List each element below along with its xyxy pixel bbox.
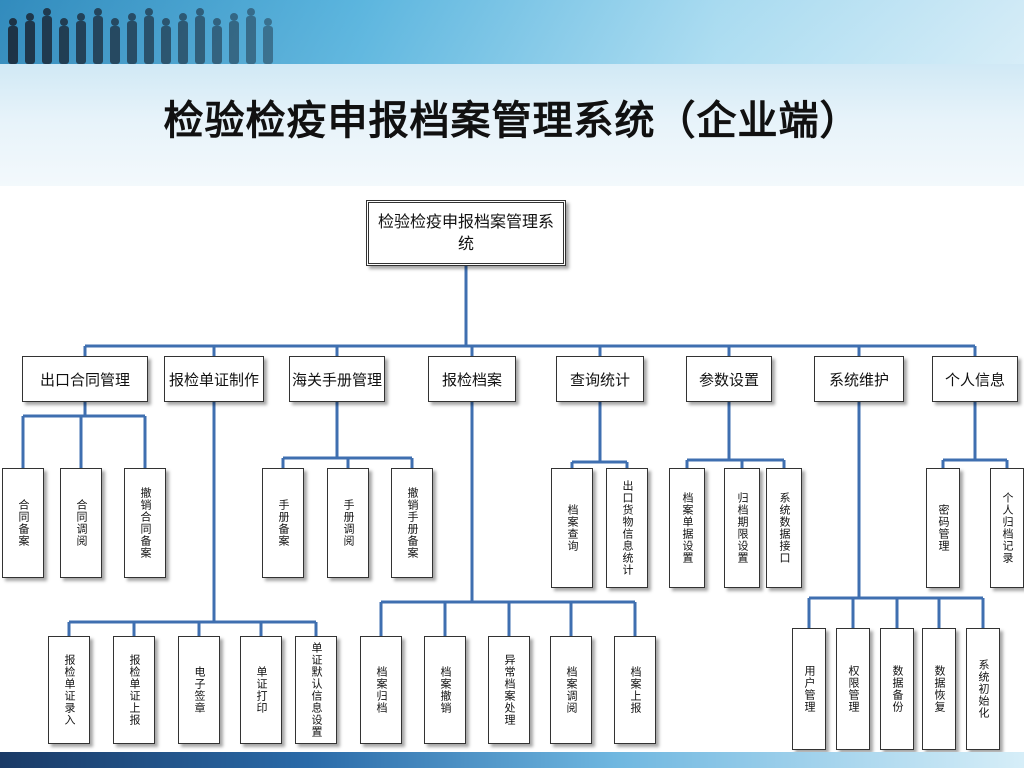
child-node-label: 密码管理	[937, 504, 950, 552]
header-banner	[0, 0, 1024, 186]
child-node-label: 报检单证上报	[128, 654, 141, 726]
person-silhouette	[93, 8, 103, 64]
child-node: 异常档案处理	[488, 636, 530, 744]
child-node: 档案查询	[551, 468, 593, 588]
child-node-label: 异常档案处理	[503, 654, 516, 726]
child-node: 合同备案	[2, 468, 44, 578]
child-node-label: 出口货物信息统计	[621, 480, 634, 576]
child-node-label: 归档期限设置	[736, 492, 749, 564]
child-node-label: 档案查询	[566, 504, 579, 552]
child-node: 手册备案	[262, 468, 304, 578]
child-node: 数据备份	[880, 628, 914, 750]
person-silhouette	[42, 8, 52, 64]
person-silhouette	[127, 13, 137, 64]
person-silhouette	[144, 8, 154, 64]
child-node-label: 用户管理	[803, 665, 816, 713]
person-silhouette	[212, 18, 222, 64]
root-node-label: 检验检疫申报档案管理系统	[377, 212, 554, 253]
person-silhouette	[110, 18, 120, 64]
child-node-label: 撤销手册备案	[406, 487, 419, 559]
child-node-label: 撤销合同备案	[139, 487, 152, 559]
people-silhouettes-image	[8, 8, 273, 64]
child-node: 系统数据接口	[766, 468, 802, 588]
child-node: 系统初始化	[966, 628, 1000, 750]
module-node-2-label: 报检单证制作	[168, 370, 259, 389]
child-node-label: 档案上报	[629, 666, 642, 714]
person-silhouette	[263, 18, 273, 64]
child-node: 档案单据设置	[669, 468, 705, 588]
child-node: 报检单证录入	[48, 636, 90, 744]
module-node-6-label: 参数设置	[698, 370, 759, 389]
module-node-4-label: 报检档案	[441, 370, 502, 389]
slide-title: 检验检疫申报档案管理系统（企业端）	[163, 98, 861, 144]
module-node-1-label: 出口合同管理	[39, 370, 130, 389]
child-node-label: 手册备案	[277, 499, 290, 547]
child-node-label: 手册调阅	[342, 499, 355, 547]
child-node-label: 档案撤销	[439, 666, 452, 714]
module-node-5: 查询统计	[556, 356, 644, 402]
module-node-2: 报检单证制作	[164, 356, 264, 402]
module-node-3-label: 海关手册管理	[291, 370, 382, 389]
module-node-4: 报检档案	[428, 356, 516, 402]
child-node: 权限管理	[836, 628, 870, 750]
child-node-label: 电子签章	[193, 666, 206, 714]
person-silhouette	[59, 18, 69, 64]
child-node-label: 权限管理	[847, 665, 860, 713]
child-node: 撤销合同备案	[124, 468, 166, 578]
child-node: 档案归档	[360, 636, 402, 744]
module-node-1: 出口合同管理	[22, 356, 148, 402]
module-node-7: 系统维护	[814, 356, 904, 402]
child-node-label: 系统数据接口	[778, 492, 791, 564]
footer-bar	[0, 752, 1024, 768]
child-node-label: 数据备份	[891, 665, 904, 713]
child-node-label: 档案单据设置	[681, 492, 694, 564]
child-node-label: 档案调阅	[565, 666, 578, 714]
child-node: 报检单证上报	[113, 636, 155, 744]
child-node: 档案上报	[614, 636, 656, 744]
child-node: 单证默认信息设置	[295, 636, 337, 744]
person-silhouette	[76, 13, 86, 64]
module-node-7-label: 系统维护	[828, 370, 889, 389]
child-node: 用户管理	[792, 628, 826, 750]
child-node: 归档期限设置	[724, 468, 760, 588]
child-node: 单证打印	[240, 636, 282, 744]
person-silhouette	[161, 18, 171, 64]
root-node: 检验检疫申报档案管理系统	[366, 200, 566, 266]
child-node-label: 系统初始化	[977, 659, 990, 719]
child-node-label: 档案归档	[375, 666, 388, 714]
child-node: 手册调阅	[327, 468, 369, 578]
child-node: 个人归档记录	[990, 468, 1024, 588]
child-node: 档案调阅	[550, 636, 592, 744]
child-node-label: 合同调阅	[75, 499, 88, 547]
person-silhouette	[195, 8, 205, 64]
child-node-label: 数据恢复	[933, 665, 946, 713]
child-node: 出口货物信息统计	[606, 468, 648, 588]
child-node: 合同调阅	[60, 468, 102, 578]
child-node: 电子签章	[178, 636, 220, 744]
module-node-3: 海关手册管理	[289, 356, 385, 402]
child-node-label: 报检单证录入	[63, 654, 76, 726]
child-node-label: 个人归档记录	[1001, 492, 1014, 564]
child-node: 撤销手册备案	[391, 468, 433, 578]
child-node-label: 单证打印	[255, 666, 268, 714]
child-node-label: 单证默认信息设置	[310, 642, 323, 738]
person-silhouette	[25, 13, 35, 64]
child-node-label: 合同备案	[17, 499, 30, 547]
person-silhouette	[8, 18, 18, 64]
person-silhouette	[178, 13, 188, 64]
module-node-8: 个人信息	[932, 356, 1018, 402]
module-node-6: 参数设置	[686, 356, 772, 402]
person-silhouette	[246, 8, 256, 64]
child-node: 数据恢复	[922, 628, 956, 750]
person-silhouette	[229, 13, 239, 64]
child-node: 档案撤销	[424, 636, 466, 744]
child-node: 密码管理	[926, 468, 960, 588]
module-node-5-label: 查询统计	[569, 370, 630, 389]
module-node-8-label: 个人信息	[944, 370, 1005, 389]
